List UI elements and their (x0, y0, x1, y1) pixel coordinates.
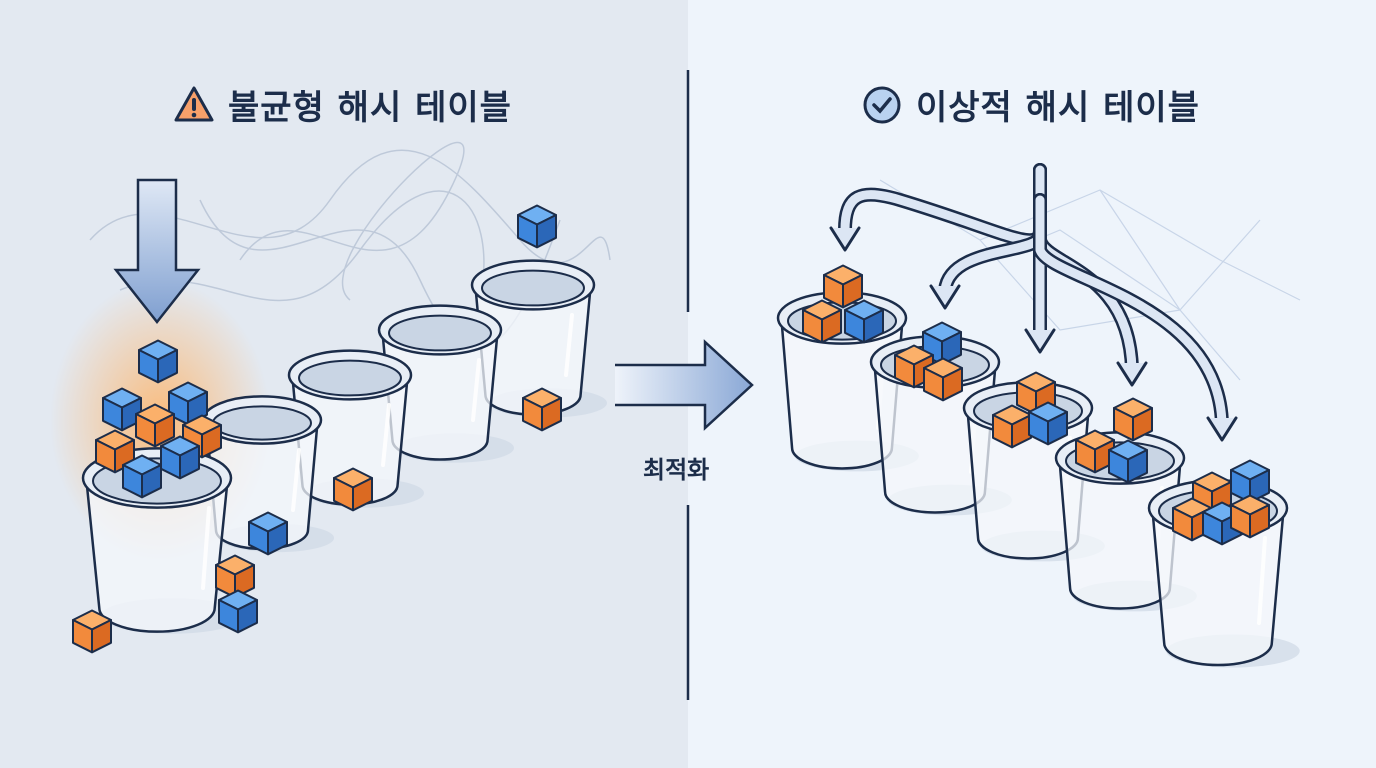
orange-cube (522, 387, 562, 432)
blue-cube (218, 589, 258, 634)
ideal-title-text: 이상적 해시 테이블 (916, 88, 1200, 128)
orange-cube (215, 554, 255, 599)
orange-cube (823, 264, 863, 309)
blue-cube (248, 511, 288, 556)
orange-cube (1230, 494, 1270, 539)
down-arrow-icon (113, 178, 201, 325)
unbalanced-title: 불균형 해시 테이블 (172, 80, 512, 129)
blue-cube (138, 339, 178, 384)
blue-cube (517, 204, 557, 249)
orange-cube (333, 467, 373, 512)
arrowhead-icon (1024, 328, 1056, 354)
empty-bucket (377, 304, 514, 463)
ideal-title: 이상적 해시 테이블 (860, 80, 1200, 129)
arrowhead-icon (929, 284, 961, 310)
check-circle-icon (863, 86, 901, 123)
orange-cube (802, 299, 842, 344)
blue-cube (922, 321, 962, 366)
blue-cube (122, 454, 162, 499)
right-arrow-icon (615, 339, 754, 431)
orange-cube (135, 403, 175, 448)
unbalanced-title-text: 불균형 해시 테이블 (228, 88, 512, 128)
branching-arrows (829, 163, 1238, 442)
arrowhead-icon (829, 226, 861, 252)
warning-icon (174, 86, 214, 121)
blue-cube (102, 387, 142, 432)
orange-cube (923, 357, 963, 402)
orange-cube (72, 609, 112, 654)
blue-cube (1028, 401, 1068, 446)
blue-cube (160, 435, 200, 480)
orange-cube (1113, 397, 1153, 442)
arrowhead-icon (1116, 361, 1148, 387)
optimization-label: 최적화 (643, 456, 710, 484)
cubes (72, 204, 1270, 654)
branch-arrow (1033, 193, 1229, 432)
orange-cube (992, 404, 1032, 449)
blue-cube (1108, 439, 1148, 484)
blue-cube (844, 299, 884, 344)
orange-cube (894, 344, 934, 389)
arrowhead-icon (1206, 416, 1238, 442)
branch-arrow (838, 163, 1047, 248)
orange-cube (95, 429, 135, 474)
